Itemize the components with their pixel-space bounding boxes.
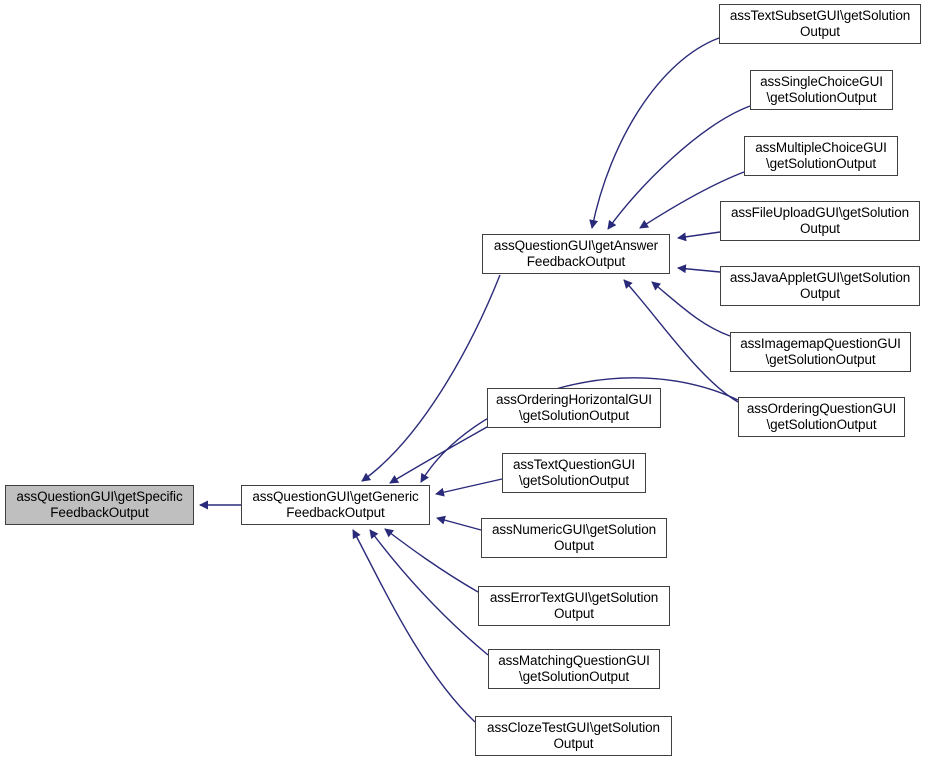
graph-node-label: assQuestionGUI\getGeneric FeedbackOutput <box>252 489 419 520</box>
edge-answer-to-generic <box>361 274 501 482</box>
graph-node-label: assNumericGUI\getSolution Output <box>491 522 657 553</box>
graph-node-singlechoice[interactable]: assSingleChoiceGUI \getSolutionOutput <box>750 70 893 110</box>
graph-node-javaapplet[interactable]: assJavaAppletGUI\getSolution Output <box>720 266 920 306</box>
edge-multiplechoice-to-answer <box>639 171 745 229</box>
edge-matching-to-generic <box>369 529 489 656</box>
graph-node-orderinghorizontal[interactable]: assOrderingHorizontalGUI \getSolutionOut… <box>487 388 661 428</box>
graph-node-label: assMultipleChoiceGUI \getSolutionOutput <box>755 140 887 171</box>
graph-node-label: assTextQuestionGUI \getSolutionOutput <box>512 457 635 488</box>
edge-group <box>199 37 751 723</box>
graph-node-label: assQuestionGUI\getSpecific FeedbackOutpu… <box>16 489 183 520</box>
graph-node-label: assClozeTestGUI\getSolution Output <box>487 720 660 751</box>
graph-node-label: assOrderingQuestionGUI \getSolutionOutpu… <box>746 401 897 432</box>
edge-textsubset-to-answer <box>589 37 720 229</box>
edge-fileupload-to-answer <box>677 231 721 242</box>
graph-node-label: assSingleChoiceGUI \getSolutionOutput <box>760 74 883 105</box>
graph-node-label: assMatchingQuestionGUI \getSolutionOutpu… <box>498 653 650 684</box>
graph-node-multiplechoice[interactable]: assMultipleChoiceGUI \getSolutionOutput <box>744 136 898 176</box>
edge-javaapplet-to-answer <box>677 264 721 274</box>
graph-node-label: assErrorTextGUI\getSolution Output <box>489 590 659 621</box>
graph-node-label: assFileUploadGUI\getSolution Output <box>730 205 910 236</box>
graph-node-matching[interactable]: assMatchingQuestionGUI \getSolutionOutpu… <box>488 649 660 689</box>
graph-node-orderingquestion[interactable]: assOrderingQuestionGUI \getSolutionOutpu… <box>738 397 905 437</box>
graph-node-label: assJavaAppletGUI\getSolution Output <box>729 270 911 301</box>
graph-node-textsubset[interactable]: assTextSubsetGUI\getSolution Output <box>719 4 921 44</box>
edge-numeric-to-generic <box>436 515 482 531</box>
graph-node-errortext[interactable]: assErrorTextGUI\getSolution Output <box>478 586 670 626</box>
edge-orderinghorizontal-to-generic <box>389 426 488 484</box>
graph-node-label: assQuestionGUI\getAnswer FeedbackOutput <box>493 238 659 269</box>
graph-node-imagemap[interactable]: assImagemapQuestionGUI \getSolutionOutpu… <box>730 332 911 372</box>
edge-clozetest-to-generic <box>352 529 476 723</box>
graph-node-numeric[interactable]: assNumericGUI\getSolution Output <box>481 518 667 558</box>
graph-node-answer[interactable]: assQuestionGUI\getAnswer FeedbackOutput <box>482 234 670 274</box>
edge-imagemap-to-answer <box>651 281 731 337</box>
edge-orderingquestion-to-answer <box>623 279 739 403</box>
graph-node-clozetest[interactable]: assClozeTestGUI\getSolution Output <box>475 716 672 756</box>
graph-node-fileupload[interactable]: assFileUploadGUI\getSolution Output <box>720 201 920 241</box>
graph-node-generic[interactable]: assQuestionGUI\getGeneric FeedbackOutput <box>241 485 430 525</box>
graph-node-label: assImagemapQuestionGUI \getSolutionOutpu… <box>740 336 901 367</box>
edge-textquestion-to-generic <box>435 478 503 497</box>
edge-errortext-to-generic <box>384 528 479 593</box>
graph-node-label: assTextSubsetGUI\getSolution Output <box>729 8 911 39</box>
graph-node-textquestion[interactable]: assTextQuestionGUI \getSolutionOutput <box>502 453 646 493</box>
graph-node-label: assOrderingHorizontalGUI \getSolutionOut… <box>496 392 652 423</box>
edge-singlechoice-to-answer <box>607 105 751 230</box>
graph-node-specific[interactable]: assQuestionGUI\getSpecific FeedbackOutpu… <box>5 485 194 525</box>
